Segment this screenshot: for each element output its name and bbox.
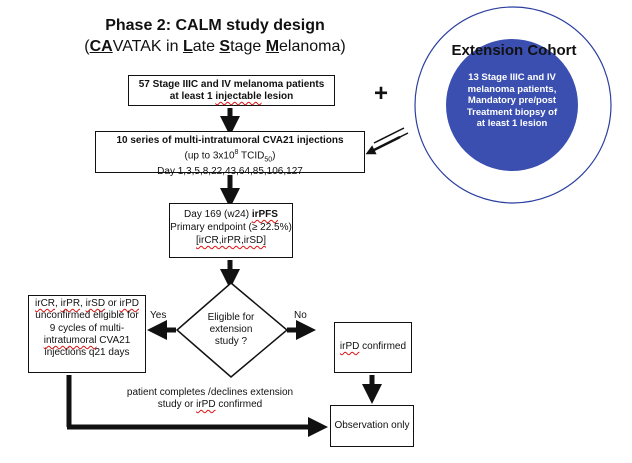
endpoint-line1: Day 169 (w24) irPFS (184, 209, 278, 220)
decision-diamond (175, 282, 289, 378)
box-irpd-confirmed: irPD confirmed (334, 322, 412, 373)
injections-line2: (up to 3x108 TCID50) (184, 149, 276, 164)
label-yes: Yes (150, 310, 167, 321)
yes-box-line4: intratumoral CVA21 (43, 334, 131, 346)
box-patients: 57 Stage IIIC and IV melanoma patients a… (128, 75, 335, 106)
box-endpoint: Day 169 (w24) irPFS Primary endpoint (≥ … (169, 203, 293, 258)
plus-sign: + (374, 80, 389, 107)
diagram-title: Phase 2: CALM study design (105, 17, 325, 34)
yes-box-line3: 9 cycles of multi- (49, 322, 125, 334)
extension-body: 13 Stage IIIC and IV melanoma patients, … (466, 72, 558, 129)
extension-title: Extension Cohort (451, 42, 577, 59)
yes-box-line2: unconfirmed eligible for (35, 310, 139, 322)
box-injections: 10 series of multi-intratumoral CVA21 in… (95, 131, 365, 177)
box-yes-extension: irCR, irPR, irSD or irPD unconfirmed eli… (28, 295, 146, 373)
injections-line3: Day 1,3,5,8,22,43,64,85,106,127 (157, 166, 303, 178)
patients-line2: at least 1 injectable lesion (169, 91, 294, 102)
injections-line1: 10 series of multi-intratumoral CVA21 in… (116, 135, 344, 146)
patients-line1: 57 Stage IIIC and IV melanoma patients (138, 79, 325, 90)
box-observation: Observation only (330, 405, 414, 447)
yes-box-line5: injections q21 days (44, 347, 130, 359)
completes-label: patient completes /declines extension st… (126, 387, 294, 410)
endpoint-line3: [irCR,irPR,irSD] (196, 235, 266, 246)
endpoint-line2: Primary endpoint (≥ 22.5%) (170, 222, 292, 233)
extension-inner-circle (446, 39, 578, 171)
decision-text: Eligible for extension study ? (207, 312, 255, 347)
label-no: No (294, 310, 307, 321)
diagram-subtitle: (CAVATAK in Late Stage Melanoma) (84, 38, 346, 55)
arrow-extension-to-injections (365, 135, 401, 155)
yes-box-line1: irCR, irPR, irSD or irPD (35, 298, 139, 309)
